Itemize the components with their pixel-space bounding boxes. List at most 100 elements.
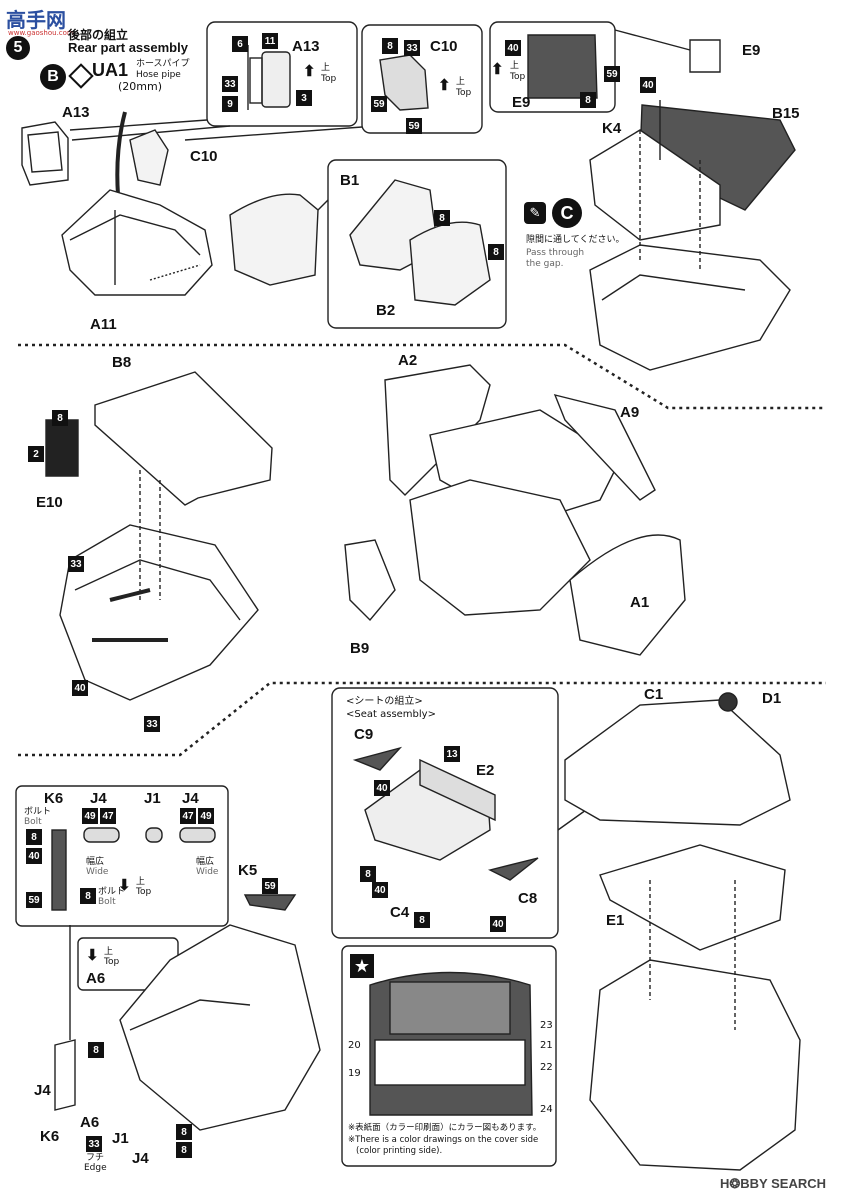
up-arrow-icon: ⬆ — [491, 61, 504, 78]
paint-chip: 8 — [360, 866, 376, 882]
part-label-j4: J4 — [132, 1150, 149, 1167]
paint-chip: 8 — [80, 888, 96, 904]
part-label-c9: C9 — [354, 726, 374, 743]
paint-chip: 8 — [176, 1142, 192, 1158]
paint-chip: 49 — [82, 808, 98, 824]
paint-chip: 40 — [372, 882, 388, 898]
paint-chip: 40 — [490, 916, 506, 932]
decal-number: 23 — [540, 1020, 553, 1031]
hose-name-jp: ホースパイプ — [136, 59, 190, 69]
decal-number: 21 — [540, 1040, 553, 1051]
paint-chip: 40 — [72, 680, 88, 696]
parts-tree-badge-c: C — [552, 198, 582, 228]
part-label-c1: C1 — [644, 686, 664, 703]
part-label-k6: K6 — [44, 790, 64, 807]
bolt-label-en: Bolt — [24, 817, 42, 827]
seat-title-en: <Seat assembly> — [346, 709, 436, 720]
wide-label-en: Wide — [86, 867, 109, 877]
seat-title-jp: <シートの組立> — [346, 696, 423, 707]
decal-number: 24 — [540, 1104, 553, 1115]
paint-chip: 8 — [414, 912, 430, 928]
part-label-e9: E9 — [742, 42, 761, 59]
top-label-jp: 上 — [104, 947, 114, 957]
part-label-e2: E2 — [476, 762, 495, 779]
paint-chip: 59 — [371, 96, 387, 112]
part-label-c10: C10 — [190, 148, 218, 165]
paint-chip: 59 — [406, 118, 422, 134]
decal-note-jp: ※表紙面（カラー印刷面）にカラー図もあります。 — [348, 1123, 542, 1133]
part-label-k4: K4 — [602, 120, 622, 137]
top-label-en: Top — [104, 957, 120, 967]
paint-chip: 2 — [28, 446, 44, 462]
detail-a13-title: A13 — [292, 38, 320, 55]
paint-chip: 33 — [404, 40, 420, 56]
top-label-en: Top — [321, 74, 337, 84]
up-arrow-icon: ⬆ — [438, 77, 451, 94]
hose-part-id: UA1 — [92, 60, 129, 80]
site-logo-text: 高手网 — [6, 10, 66, 32]
paint-chip: 33 — [86, 1136, 102, 1152]
decal-number: 20 — [348, 1040, 361, 1051]
wide-label-en: Wide — [196, 867, 219, 877]
wide-label-jp: 幅広 — [196, 857, 215, 867]
paint-chip: 33 — [144, 716, 160, 732]
paint-chip: 40 — [374, 780, 390, 796]
note-en-line2: the gap. — [526, 259, 564, 269]
part-label-b15: B15 — [772, 105, 800, 122]
bolt-label-en: Bolt — [98, 897, 116, 907]
edge-label-en: Edge — [84, 1163, 107, 1173]
paint-chip: 13 — [444, 746, 460, 762]
paint-chip: 3 — [296, 90, 312, 106]
decal-number: 19 — [348, 1068, 361, 1079]
paint-chip: 59 — [26, 892, 42, 908]
paint-chip: 8 — [580, 92, 596, 108]
paint-chip: 8 — [488, 244, 504, 260]
paint-chip: 8 — [52, 410, 68, 426]
part-label-j4: J4 — [34, 1082, 51, 1099]
top-label-jp: 上 — [321, 63, 331, 73]
part-label-j1: J1 — [112, 1130, 129, 1147]
top-label-en: Top — [136, 887, 152, 897]
paint-chip: 9 — [222, 96, 238, 112]
part-label-b8: B8 — [112, 354, 132, 371]
top-label-jp: 上 — [456, 77, 466, 87]
part-label-a11: A11 — [90, 316, 117, 333]
up-arrow-icon: ⬆ — [303, 63, 316, 80]
detail-e9-title: E9 — [512, 94, 531, 111]
paint-chip: 59 — [604, 66, 620, 82]
step-number-badge: 5 — [6, 36, 30, 60]
paint-chip: 49 — [198, 808, 214, 824]
decal-note-en-line1: ※There is a color drawings on the cover … — [348, 1135, 539, 1145]
brush-icon: ✎ — [524, 202, 546, 224]
decal-note-en-line2: (color printing side). — [356, 1146, 443, 1156]
part-label-k5: K5 — [238, 862, 258, 879]
part-label-e10: E10 — [36, 494, 63, 511]
step-title-jp: 後部の組立 — [68, 28, 129, 42]
paint-chip: 8 — [26, 829, 42, 845]
part-label-a13: A13 — [62, 104, 90, 121]
site-logo-url: www.gaoshou.com — [8, 29, 74, 37]
down-arrow-icon: ⬇ — [118, 877, 131, 894]
part-label-c4: C4 — [390, 904, 410, 921]
top-label-jp: 上 — [510, 61, 520, 71]
star-badge: ★ — [350, 954, 374, 978]
part-label-k6: K6 — [40, 1128, 60, 1145]
paint-chip: 6 — [232, 36, 248, 52]
part-label-c8: C8 — [518, 890, 538, 907]
step-title-en: Rear part assembly — [68, 40, 188, 55]
paint-chip: 33 — [222, 76, 238, 92]
part-label-b2: B2 — [376, 302, 396, 319]
part-label-b1: B1 — [340, 172, 360, 189]
watermark-text: H❂BBY SEARCH — [720, 1176, 826, 1191]
note-en-line1: Pass through — [526, 248, 585, 258]
paint-chip: 59 — [262, 878, 278, 894]
paint-chip: 40 — [26, 848, 42, 864]
part-label-a2: A2 — [398, 352, 418, 369]
part-label-j1: J1 — [144, 790, 161, 807]
step-number: 5 — [13, 39, 23, 56]
paint-chip: 40 — [640, 77, 656, 93]
paint-chip: 47 — [180, 808, 196, 824]
site-logo: 高手网 — [6, 4, 66, 33]
bolt-label-jp: ボルト — [98, 887, 126, 897]
hose-name-en: Hose pipe — [136, 70, 181, 80]
